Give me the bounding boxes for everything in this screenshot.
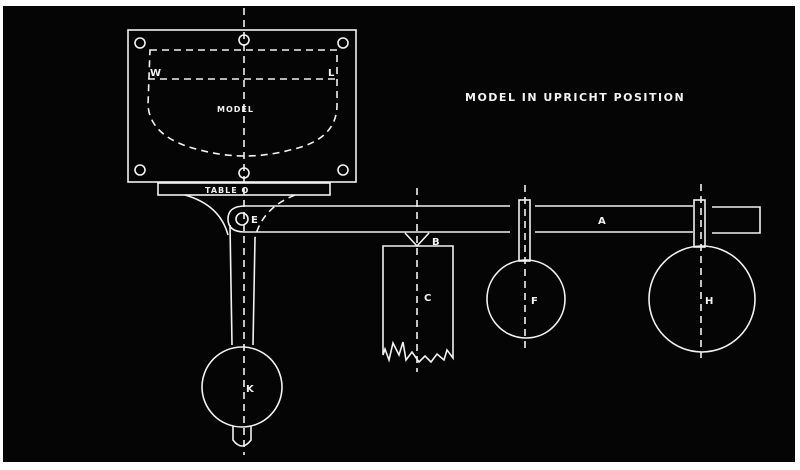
weight-f: F [486, 185, 566, 350]
label-c: C [424, 293, 431, 304]
diagram-title: MODEL IN UPRICHT POSITION [465, 91, 685, 104]
label-model: MODEL [217, 105, 254, 114]
weight-h: H [648, 184, 756, 358]
label-e: E [251, 215, 258, 226]
label-a: A [598, 216, 606, 227]
pendulum-stem [229, 224, 256, 346]
bracket-right-arm [254, 194, 296, 239]
bracket-left-arm [184, 194, 229, 236]
label-f: F [531, 296, 538, 307]
label-h: H [705, 296, 713, 307]
pivot-e [235, 212, 249, 226]
beam-a: A [227, 205, 761, 234]
pendulum-weight-k: K [201, 346, 283, 447]
label-b: B [432, 237, 440, 248]
model-frame [127, 29, 357, 183]
support-c [382, 245, 454, 364]
label-table: TABLE O [205, 186, 249, 195]
label-l: L [328, 68, 335, 79]
diagram-background [3, 6, 795, 462]
model-hull-outline [147, 49, 338, 157]
label-k: K [246, 384, 255, 395]
label-w: W [150, 68, 161, 79]
table-o: TABLE O [157, 182, 331, 196]
